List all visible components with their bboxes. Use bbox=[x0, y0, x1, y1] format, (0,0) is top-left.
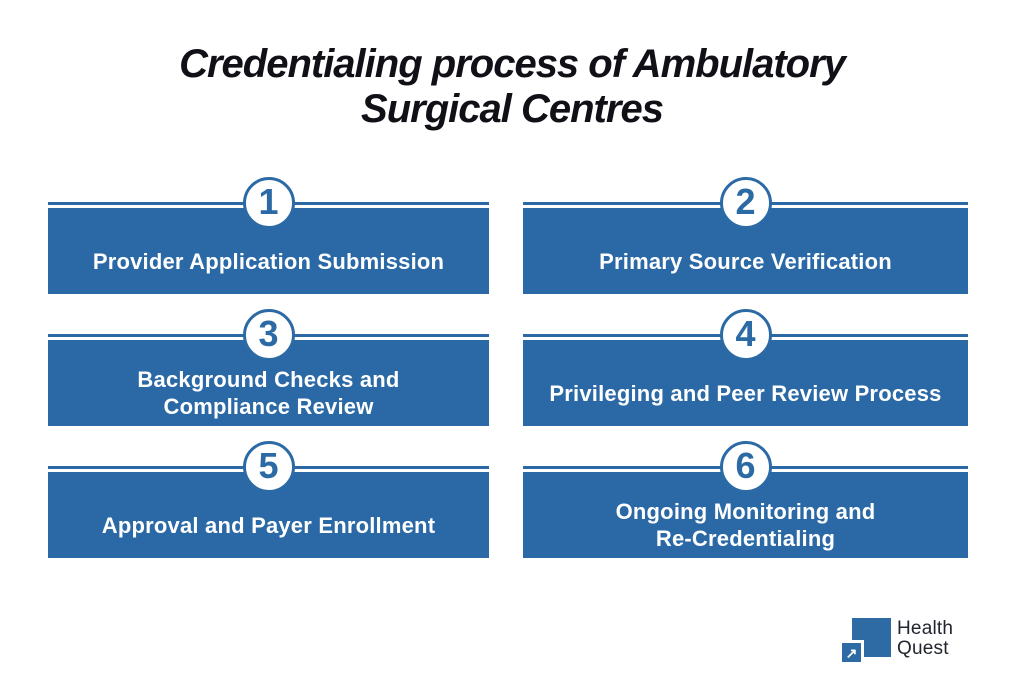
step-6-label: Ongoing Monitoring and Re-Credentialing bbox=[616, 498, 876, 552]
step-4-label-line-1: Privileging and Peer Review Process bbox=[549, 380, 942, 406]
step-1-number-badge: 1 bbox=[242, 177, 295, 229]
logo-wordmark-line-1: Health bbox=[897, 618, 954, 639]
step-5-number: 5 bbox=[258, 445, 279, 486]
step-2-label-line-1: Primary Source Verification bbox=[599, 248, 892, 274]
logo-wordmark-line-2: Quest bbox=[897, 637, 949, 659]
step-3-number-badge: 3 bbox=[242, 309, 295, 361]
step-1-number: 1 bbox=[258, 181, 279, 222]
step-3-bar: Background Checks and Compliance Review bbox=[48, 340, 489, 426]
step-6-number-badge: 6 bbox=[719, 441, 772, 493]
step-1-label: Provider Application Submission bbox=[93, 248, 444, 275]
steps-grid: 1 Provider Application Submission 2 Prim… bbox=[48, 177, 968, 558]
page-title-line-1: Credentialing process of Ambulatory bbox=[179, 42, 846, 86]
logo-small-square-icon: ↗ bbox=[839, 640, 864, 665]
logo-wordmark: Health Quest bbox=[897, 619, 953, 658]
page-title-line-2: Surgical Centres bbox=[361, 87, 664, 131]
step-5-label: Approval and Payer Enrollment bbox=[102, 512, 435, 539]
step-5-number-badge: 5 bbox=[242, 441, 295, 493]
step-3-background-checks-compliance: 3 Background Checks and Compliance Revie… bbox=[48, 309, 489, 426]
step-5-label-line-1: Approval and Payer Enrollment bbox=[101, 512, 436, 538]
step-2-number-badge: 2 bbox=[719, 177, 772, 229]
step-4-number-badge: 4 bbox=[719, 309, 772, 361]
step-6-label-line-1: Ongoing Monitoring and bbox=[615, 499, 876, 524]
step-3-label: Background Checks and Compliance Review bbox=[137, 366, 399, 420]
step-3-number: 3 bbox=[258, 313, 279, 354]
step-4-number: 4 bbox=[735, 313, 756, 354]
health-quest-logo: ↗ Health Quest bbox=[839, 616, 989, 668]
step-5-approval-payer-enrollment: 5 Approval and Payer Enrollment bbox=[48, 441, 489, 558]
step-5-bar: Approval and Payer Enrollment bbox=[48, 472, 489, 558]
step-3-label-line-2: Compliance Review bbox=[163, 394, 374, 419]
step-2-label: Primary Source Verification bbox=[599, 248, 892, 275]
step-1-bar: Provider Application Submission bbox=[48, 208, 489, 294]
step-3-label-line-1: Background Checks and bbox=[137, 367, 400, 392]
step-6-label-line-2: Re-Credentialing bbox=[655, 526, 836, 551]
arrow-up-right-icon: ↗ bbox=[845, 644, 858, 661]
step-6-number: 6 bbox=[735, 445, 756, 486]
step-1-label-line-1: Provider Application Submission bbox=[92, 248, 445, 274]
step-4-label: Privileging and Peer Review Process bbox=[549, 380, 941, 407]
step-2-primary-source-verification: 2 Primary Source Verification bbox=[523, 177, 968, 294]
step-2-number: 2 bbox=[735, 181, 756, 222]
step-4-privileging-peer-review: 4 Privileging and Peer Review Process bbox=[523, 309, 968, 426]
page-title: Credentialing process of Ambulatory Surg… bbox=[0, 42, 1024, 132]
step-6-ongoing-monitoring-recredentialing: 6 Ongoing Monitoring and Re-Credentialin… bbox=[523, 441, 968, 558]
step-1-provider-application-submission: 1 Provider Application Submission bbox=[48, 177, 489, 294]
